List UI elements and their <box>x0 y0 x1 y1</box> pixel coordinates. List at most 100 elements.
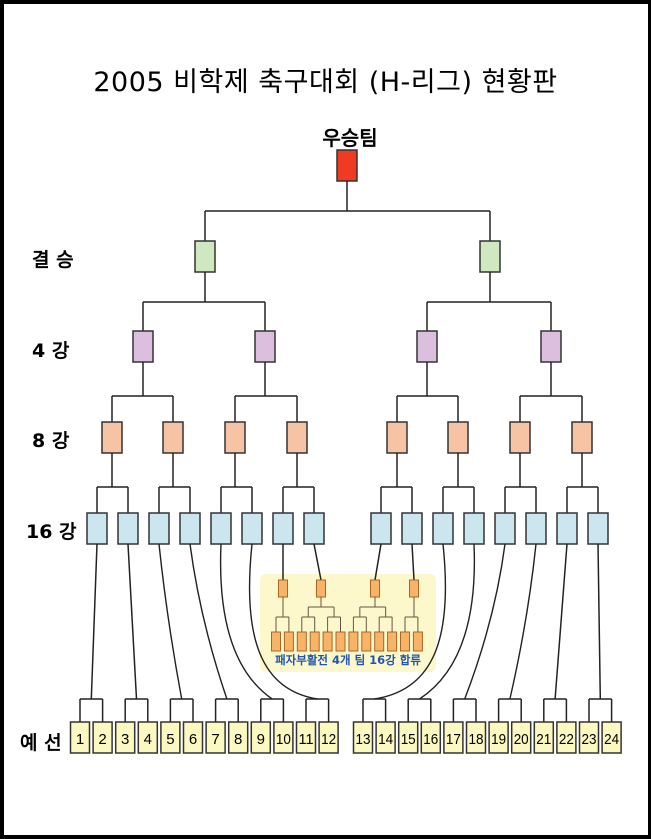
quarterfinal-box-7[interactable] <box>509 421 531 454</box>
winner-box[interactable] <box>336 149 358 182</box>
prelim-team-box-1[interactable] <box>69 721 91 754</box>
prelim-team-number: 4 <box>144 731 152 748</box>
prelim-team-box-11[interactable] <box>295 721 317 754</box>
quarterfinal-box-1[interactable] <box>101 421 123 454</box>
round16-box-10[interactable] <box>401 512 423 545</box>
round16-box-12[interactable] <box>463 512 485 545</box>
quarterfinal-box-3[interactable] <box>224 421 246 454</box>
connector-line <box>554 543 568 700</box>
connector-curve <box>248 543 318 700</box>
prelim-team-box-15[interactable] <box>397 721 419 754</box>
round-label-quarterfinal: 8 강 <box>32 430 70 452</box>
prelim-team-box-19[interactable] <box>488 721 509 754</box>
round16-box-6[interactable] <box>241 512 263 545</box>
prelim-team-box-13[interactable] <box>352 721 374 754</box>
prelim-team-box-22[interactable] <box>556 721 577 754</box>
prelim-team-number: 24 <box>604 731 619 748</box>
round16-box-4[interactable] <box>179 512 201 545</box>
quarterfinal-box-6[interactable] <box>447 421 469 454</box>
repechage-entrant-box[interactable] <box>387 631 398 652</box>
repechage-entrant-box[interactable] <box>271 631 281 652</box>
round16-box-13[interactable] <box>494 512 516 545</box>
prelim-team-box-14[interactable] <box>375 721 396 754</box>
prelim-team-box-6[interactable] <box>182 721 204 754</box>
semifinal-box-3[interactable] <box>416 330 438 363</box>
prelim-team-box-12[interactable] <box>318 721 339 754</box>
round16-box-15[interactable] <box>556 512 578 545</box>
final-box-2[interactable] <box>479 240 501 273</box>
repechage-entrant-box[interactable] <box>283 631 294 652</box>
repechage-entrant-box[interactable] <box>348 631 359 652</box>
connector-curve <box>464 543 506 700</box>
round16-box-5[interactable] <box>210 512 232 545</box>
connector-curve <box>189 543 228 700</box>
repechage-qualifier-box-4[interactable] <box>409 579 419 598</box>
repechage-entrant-box[interactable] <box>335 631 346 652</box>
prelim-team-box-7[interactable] <box>205 721 226 754</box>
round16-box-11[interactable] <box>432 512 454 545</box>
repechage-entrant-box[interactable] <box>361 631 372 652</box>
repechage-caption: 패자부활전 4개 팀 16강 합류 <box>275 653 421 667</box>
connector-curve <box>419 543 476 700</box>
round16-box-14[interactable] <box>525 512 547 545</box>
prelim-team-box-18[interactable] <box>465 721 487 754</box>
prelim-team-box-9[interactable] <box>250 721 272 754</box>
repechage-entrant-box[interactable] <box>322 631 333 652</box>
prelim-team-number: 18 <box>469 731 484 748</box>
round16-box-9[interactable] <box>370 512 392 545</box>
prelim-team-number: 10 <box>276 731 291 748</box>
connector-line <box>127 543 138 700</box>
prelim-team-box-23[interactable] <box>578 721 600 754</box>
prelim-team-number: 23 <box>582 731 597 748</box>
prelim-team-box-20[interactable] <box>510 721 532 754</box>
round16-box-3[interactable] <box>148 512 170 545</box>
connector-line <box>411 543 415 581</box>
round-label-prelim: 예 선 <box>20 732 62 754</box>
prelim-team-box-16[interactable] <box>420 721 442 754</box>
quarterfinal-box-8[interactable] <box>571 421 593 454</box>
connector-curve <box>219 543 273 700</box>
connector-curve <box>158 543 183 700</box>
quarterfinal-box-5[interactable] <box>386 421 408 454</box>
semifinal-box-2[interactable] <box>254 330 276 363</box>
quarterfinal-box-2[interactable] <box>162 421 184 454</box>
prelim-team-box-10[interactable] <box>273 721 294 754</box>
repechage-qualifier-box-1[interactable] <box>278 579 288 598</box>
repechage-qualifier-box-3[interactable] <box>370 579 380 598</box>
connector-curve <box>509 543 537 700</box>
prelim-team-box-8[interactable] <box>227 721 249 754</box>
prelim-team-number: 5 <box>166 731 174 748</box>
semifinal-box-1[interactable] <box>132 330 154 363</box>
round16-box-7[interactable] <box>272 512 294 545</box>
winner-label: 우승팀 <box>322 126 378 150</box>
prelim-team-number: 21 <box>536 731 551 748</box>
prelim-team-number: 20 <box>514 731 529 748</box>
final-box-1[interactable] <box>194 240 216 273</box>
prelim-team-box-21[interactable] <box>533 721 555 754</box>
prelim-team-number: 14 <box>378 731 393 748</box>
round16-box-8[interactable] <box>303 512 325 545</box>
round-label-round16: 16 강 <box>26 521 77 543</box>
prelim-team-box-3[interactable] <box>114 721 136 754</box>
round16-box-1[interactable] <box>86 512 108 545</box>
repechage-entrant-box[interactable] <box>296 631 307 652</box>
round-label-semifinal: 4 강 <box>32 340 70 362</box>
quarterfinal-box-4[interactable] <box>286 421 308 454</box>
prelim-team-box-5[interactable] <box>160 721 181 754</box>
repechage-entrant-box[interactable] <box>374 631 385 652</box>
repechage-qualifier-box-2[interactable] <box>316 579 326 598</box>
prelim-team-box-4[interactable] <box>137 721 159 754</box>
prelim-team-number: 7 <box>211 731 219 748</box>
round16-box-16[interactable] <box>587 512 609 545</box>
round16-box-2[interactable] <box>117 512 139 545</box>
prelim-team-box-24[interactable] <box>601 721 622 754</box>
prelim-team-box-2[interactable] <box>92 721 113 754</box>
repechage-entrant-box[interactable] <box>309 631 320 652</box>
repechage-entrant-box[interactable] <box>412 631 423 652</box>
prelim-team-number: 11 <box>299 731 314 748</box>
semifinal-box-4[interactable] <box>540 330 562 363</box>
round-label-final: 결 승 <box>32 249 74 271</box>
prelim-team-number: 16 <box>423 731 438 748</box>
prelim-team-box-17[interactable] <box>443 721 464 754</box>
repechage-entrant-box[interactable] <box>400 631 410 652</box>
